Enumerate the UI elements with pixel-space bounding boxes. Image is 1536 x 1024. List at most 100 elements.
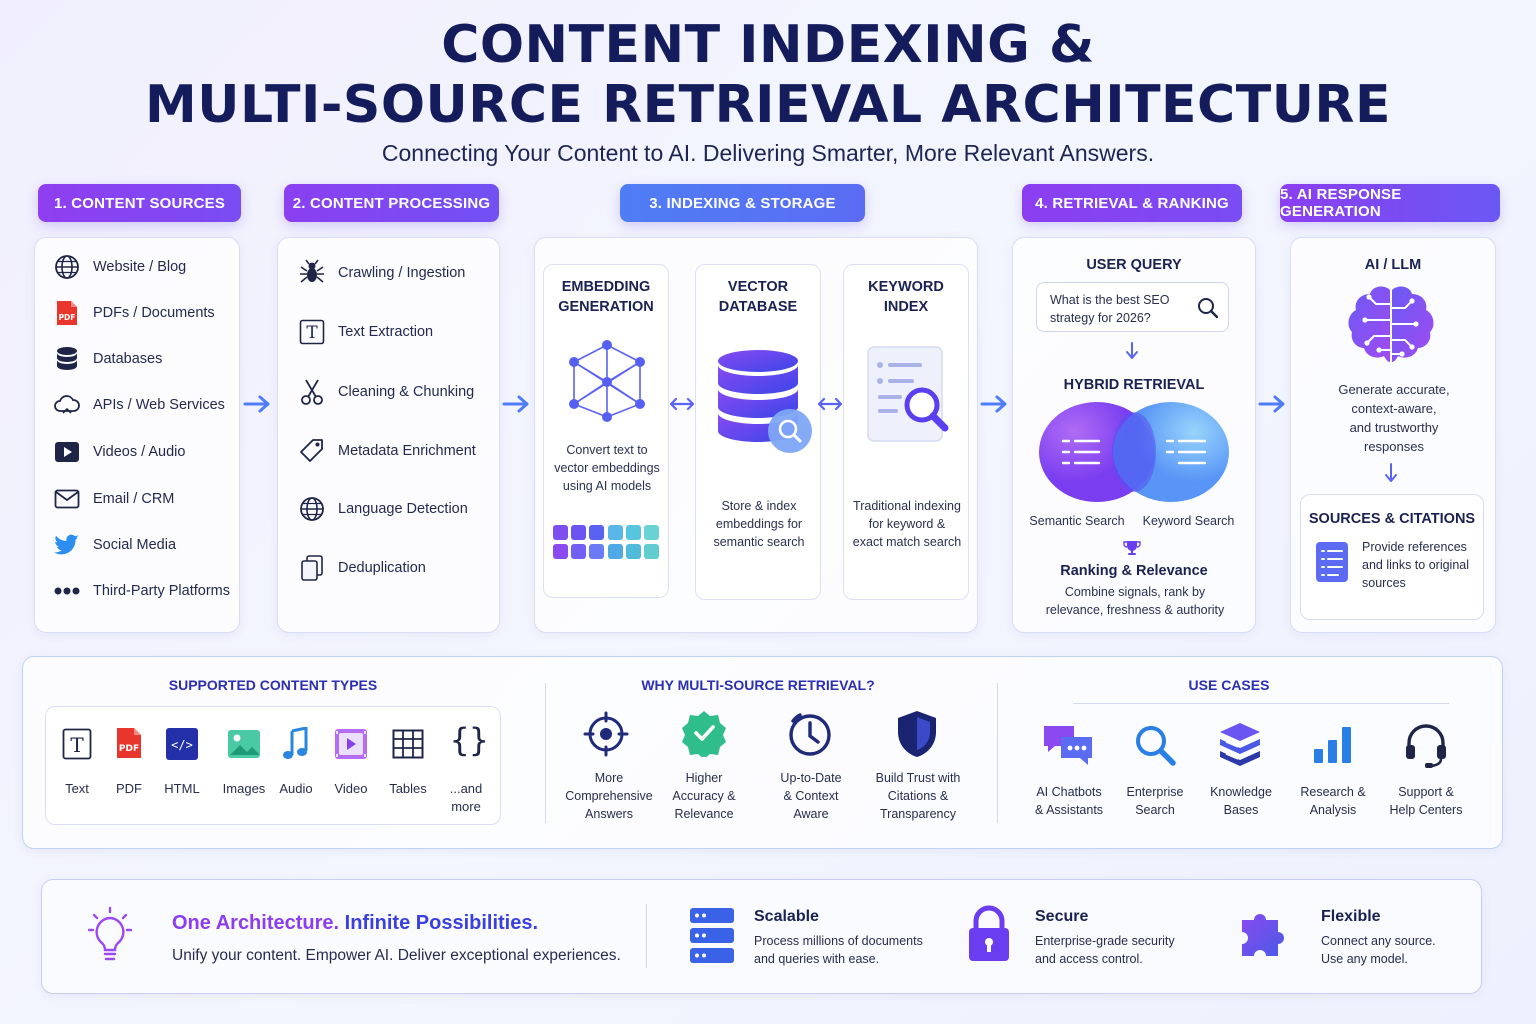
document-search-icon <box>867 346 949 442</box>
feature-desc: Process millions of documents <box>754 934 923 948</box>
down-arrow-icon <box>1385 463 1397 482</box>
why-label: Transparency <box>880 807 956 821</box>
content-type-label: ...and <box>449 781 483 796</box>
feature-desc: Connect any source. <box>1321 934 1436 948</box>
source-item: Databases <box>53 345 162 373</box>
source-item: Social Media <box>53 531 176 559</box>
title-line-1: CONTENT INDEXING & <box>441 15 1095 75</box>
citations-card: SOURCES & CITATIONS Provide references a… <box>1300 494 1484 620</box>
ranking-desc: Combine signals, rank by <box>1064 585 1206 599</box>
target-icon <box>583 711 629 757</box>
subtitle: Connecting Your Content to AI. Deliverin… <box>381 140 1155 166</box>
globe-icon <box>298 495 326 523</box>
use-case-label: & Assistants <box>1034 803 1104 817</box>
retrieval-panel: USER QUERY What is the best SEO strategy… <box>1012 237 1256 633</box>
pdf-icon: PDF <box>53 299 81 327</box>
double-arrow-icon <box>817 397 843 411</box>
indexing-panel: EMBEDDING GENERATION Convert text to vec… <box>534 237 978 633</box>
stage-pill-2: 2. CONTENT PROCESSING <box>284 184 499 222</box>
content-type-label: Tables <box>389 781 427 796</box>
query-text: strategy for 2026? <box>1050 311 1151 325</box>
process-label: Deduplication <box>338 560 426 576</box>
feature-desc: and queries with ease. <box>754 952 880 966</box>
svg-text:</>: </> <box>171 738 193 752</box>
keyword-index-title: KEYWORD <box>868 279 944 295</box>
vector-db-card: VECTOR DATABASE Store & index embeddings… <box>695 264 821 600</box>
stage-pill-1: 1. CONTENT SOURCES <box>38 184 241 222</box>
flow-arrow-icon <box>502 395 529 413</box>
query-text: What is the best SEO <box>1050 293 1170 307</box>
source-label: Social Media <box>93 537 177 553</box>
query-box[interactable]: What is the best SEO strategy for 2026? <box>1036 282 1229 332</box>
vector-db-desc: Store & index <box>721 499 797 513</box>
ai-desc: and trustworthy <box>1349 420 1439 435</box>
trophy-icon <box>1123 541 1141 555</box>
puzzle-piece-icon <box>1242 914 1284 956</box>
stage-pill-4: 4. RETRIEVAL & RANKING <box>1022 184 1242 222</box>
content-type-label: more <box>451 799 481 814</box>
why-label: Relevance <box>674 807 734 821</box>
keyword-index-desc: for keyword & <box>868 517 946 531</box>
feature-title: Secure <box>1035 908 1089 925</box>
bird-icon <box>53 531 81 559</box>
source-label: Website / Blog <box>93 259 187 275</box>
process-label: Language Detection <box>338 501 468 517</box>
process-item: Crawling / Ingestion <box>298 259 465 287</box>
info-band: SUPPORTED CONTENT TYPES T PDF </> {} Tex… <box>22 656 1503 849</box>
braces-icon: {} <box>450 721 489 759</box>
vector-db-title: DATABASE <box>718 299 798 315</box>
use-case-label: Bases <box>1223 803 1259 817</box>
source-label: Databases <box>93 351 163 367</box>
citations-desc: Provide references <box>1362 540 1467 554</box>
why-label: Aware <box>793 807 829 821</box>
process-item: Deduplication <box>298 554 426 582</box>
content-type-label: HTML <box>164 781 200 796</box>
play-icon <box>53 438 81 466</box>
semantic-search-label: Semantic Search <box>1029 514 1125 528</box>
keyword-search-label: Keyword Search <box>1142 514 1235 528</box>
response-panel: AI / LLM Generate accurate, context-awar… <box>1290 237 1496 633</box>
neural-network-icon <box>569 340 645 422</box>
embedding-desc: vector embeddings <box>554 461 660 475</box>
clock-icon <box>789 713 831 756</box>
server-stack-icon <box>690 908 734 963</box>
content-types-card: T PDF </> {} Text PDF HTML Images Audio … <box>45 706 501 825</box>
search-icon[interactable] <box>1197 297 1219 319</box>
process-label: Text Extraction <box>338 324 434 340</box>
search-icon <box>1136 726 1176 766</box>
why-label: Accuracy & <box>672 789 736 803</box>
svg-text:T: T <box>306 323 318 343</box>
keyword-index-desc: Traditional indexing <box>853 499 961 513</box>
feature-desc: Use any model. <box>1321 952 1408 966</box>
content-type-label: PDF <box>116 781 142 796</box>
content-type-label: Audio <box>279 781 313 796</box>
embedding-card: EMBEDDING GENERATION Convert text to vec… <box>543 264 669 598</box>
flow-arrow-icon <box>1258 395 1285 413</box>
use-case-label: Help Centers <box>1389 803 1463 817</box>
database-icon <box>718 350 812 453</box>
why-label: More <box>594 771 624 785</box>
process-label: Crawling / Ingestion <box>338 265 466 281</box>
embedding-desc: Convert text to <box>566 443 648 457</box>
headset-icon <box>1406 724 1446 768</box>
svg-text:T: T <box>70 733 84 757</box>
svg-text:PDF: PDF <box>59 313 76 322</box>
title-line-2: MULTI-SOURCE RETRIEVAL ARCHITECTURE <box>145 75 1391 135</box>
citations-desc: sources <box>1362 576 1406 590</box>
keyword-index-desc: exact match search <box>852 535 962 549</box>
use-case-label: Research & <box>1300 785 1366 799</box>
badge-check-icon <box>682 711 726 757</box>
source-label: PDFs / Documents <box>93 305 215 321</box>
vector-grid-icon <box>553 525 659 559</box>
use-case-label: Knowledge <box>1210 785 1272 799</box>
spider-icon <box>298 259 326 287</box>
source-label: Videos / Audio <box>93 444 186 460</box>
down-arrow-icon <box>1126 342 1138 359</box>
ai-desc: Generate accurate, <box>1338 382 1450 397</box>
envelope-icon <box>53 485 81 513</box>
source-label: APIs / Web Services <box>93 397 225 413</box>
keyword-index-card: KEYWORD INDEX Traditional indexing for k… <box>843 264 969 600</box>
hybrid-title: HYBRID RETRIEVAL <box>1063 377 1205 393</box>
footer-tagline: Unify your content. Empower AI. Deliver … <box>172 947 621 964</box>
footer-headline: One Architecture. Infinite Possibilities… <box>172 912 538 935</box>
